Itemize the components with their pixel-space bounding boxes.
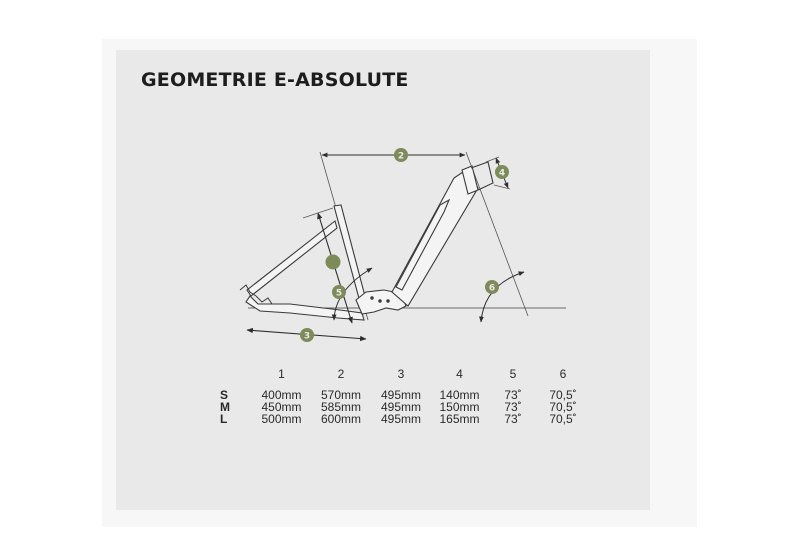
geometry-panel (116, 50, 650, 510)
frame-outline (239, 161, 494, 321)
size-label: S (220, 388, 229, 402)
column-header-2: 2 (337, 367, 345, 381)
table-row: L 500mm 600mm 495mm 165mm 73˚ 70,5˚ (218, 413, 588, 425)
table-cell: 600mm (320, 412, 361, 426)
table-cell: 70,5˚ (549, 400, 577, 414)
table-header-row: 1 2 3 4 5 6 (218, 367, 588, 389)
table-cell: 70,5˚ (549, 388, 577, 402)
badge-3: 3 (300, 328, 314, 342)
svg-text:6: 6 (489, 284, 495, 294)
table-row: M 450mm 585mm 495mm 150mm 73˚ 70,5˚ (218, 401, 588, 413)
badge-6: 6 (485, 280, 499, 294)
column-header-3: 3 (397, 367, 405, 381)
svg-text:5: 5 (336, 289, 342, 299)
column-header-4: 4 (456, 367, 463, 381)
angle-6-arc (479, 271, 525, 323)
table-cell: 500mm (261, 412, 302, 426)
table-row: S 400mm 570mm 495mm 140mm 73˚ 70,5˚ (218, 389, 588, 401)
table-cell: 140mm (439, 388, 480, 402)
table-cell: 165mm (439, 412, 480, 426)
table-cell: 70,5˚ (549, 412, 577, 426)
geometry-table: 1 2 3 4 5 6 S 400mm 570mm 495mm 140mm 73… (218, 367, 588, 425)
badge-4: 4 (495, 165, 509, 179)
table-cell: 150mm (439, 400, 480, 414)
page-title: GEOMETRIE E-ABSOLUTE (141, 69, 409, 91)
table-cell: 570mm (320, 388, 361, 402)
table-cell: 495mm (380, 412, 421, 426)
table-cell: 73˚ (504, 400, 522, 414)
svg-text:2: 2 (398, 152, 404, 162)
table-cell: 585mm (320, 400, 361, 414)
badge-2: 2 (394, 148, 408, 162)
column-header-1: 1 (278, 367, 285, 381)
column-header-5: 5 (509, 367, 517, 381)
size-label: L (220, 412, 228, 426)
table-cell: 400mm (261, 388, 302, 402)
table-cell: 450mm (261, 400, 302, 414)
column-header-6: 6 (559, 367, 567, 381)
column-header-size (218, 367, 252, 389)
table-cell: 73˚ (504, 388, 522, 402)
svg-text:3: 3 (304, 332, 310, 342)
size-label: M (220, 400, 230, 414)
badge-1 (325, 254, 341, 270)
badge-5: 5 (332, 285, 346, 299)
table-cell: 73˚ (504, 412, 522, 426)
table-cell: 495mm (380, 388, 421, 402)
table-cell: 495mm (380, 400, 421, 414)
svg-text:4: 4 (499, 169, 505, 179)
